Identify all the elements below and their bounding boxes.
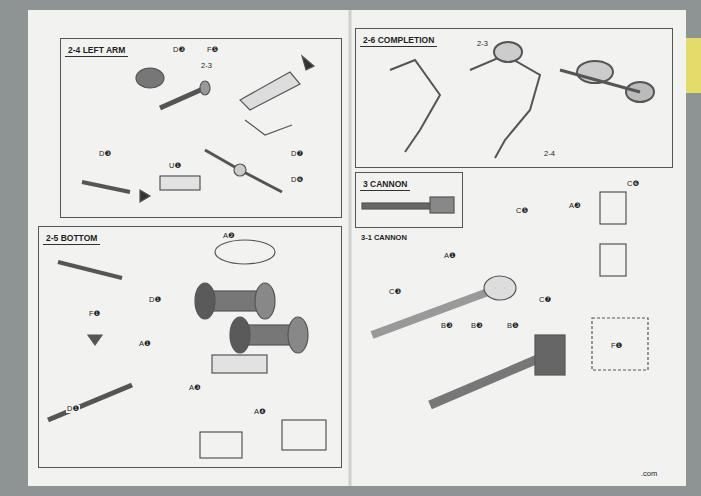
callout-label: D❸: [98, 150, 112, 158]
cylinder-end: [230, 317, 250, 353]
callout-label: 2-4: [543, 150, 556, 158]
desk-object: [686, 38, 701, 93]
callout-label: 2-3: [200, 62, 213, 70]
part-rod: [160, 88, 205, 108]
callout-label: F❶: [88, 310, 101, 318]
callout-label: U❶: [168, 162, 182, 170]
callout-label: D❼: [290, 150, 304, 158]
part-end: [200, 81, 210, 95]
callout-label: D❻: [290, 176, 304, 184]
arm-joint: [494, 42, 522, 62]
cannon-body: [535, 335, 565, 375]
cylinder-end: [255, 283, 275, 319]
step-heading: 3-1 CANNON: [360, 234, 408, 242]
detail-frame: [592, 318, 648, 370]
callout-label: B❸: [440, 322, 454, 330]
detail-frame: [200, 432, 242, 458]
callout-label: D❸: [172, 46, 186, 54]
part-rod: [48, 385, 132, 420]
callout-label: C❺: [515, 207, 529, 215]
cannon-barrel: [430, 358, 540, 405]
callout-label: B❺: [506, 322, 520, 330]
step-heading: 2-6 COMPLETION: [360, 34, 437, 47]
part-piece: [212, 355, 267, 373]
callout-label: D❶: [148, 296, 162, 304]
callout-label: D❶: [66, 405, 80, 413]
part-rod: [58, 262, 122, 278]
step-panel: 2-5 BOTTOM: [38, 226, 342, 468]
callout-label: F❶: [610, 342, 623, 350]
callout-label: B❸: [470, 322, 484, 330]
part-cap: [136, 68, 164, 88]
cannon-breech: [484, 276, 516, 300]
arm-chain: [390, 60, 440, 152]
arrow-mark: [140, 190, 150, 202]
callout-label: C❸: [388, 288, 402, 296]
cannon-body-small: [430, 197, 454, 213]
callout-label: C❻: [626, 180, 640, 188]
callout-label: .com: [640, 470, 658, 478]
cannon-parts: [362, 192, 648, 405]
callout-label: A❷: [222, 232, 236, 240]
arrow-mark: [302, 56, 314, 70]
joint-chain: [245, 120, 292, 135]
callout-label: A❶: [138, 340, 152, 348]
cannon-barrel: [372, 292, 488, 335]
callout-label: A❹: [253, 408, 267, 416]
step-panel: 2-6 COMPLETION: [355, 28, 673, 168]
bottom-parts: [48, 240, 326, 458]
arm-link: [560, 70, 640, 92]
completion-parts: [390, 42, 654, 158]
arm-shell: [240, 72, 300, 110]
part-rod: [82, 182, 130, 192]
cylinder-end: [288, 317, 308, 353]
step-panel: 3 CANNON: [355, 172, 463, 228]
part-piece: [160, 176, 200, 190]
part-piece: [600, 244, 626, 276]
callout-label: A❸: [188, 384, 202, 392]
ring-part: [215, 240, 275, 264]
step-heading: 2-4 LEFT ARM: [65, 44, 128, 57]
cannon-barrel-small: [362, 203, 434, 209]
left-arm-parts: [82, 56, 314, 202]
page-fold: [349, 10, 352, 486]
joint: [234, 164, 246, 176]
callout-label: C❼: [538, 296, 552, 304]
callout-label: A❶: [443, 252, 457, 260]
step-heading: 2-5 BOTTOM: [43, 232, 100, 245]
manual-pages: [28, 10, 686, 486]
callout-label: F❺: [206, 46, 219, 54]
callout-label: 2-3: [476, 40, 489, 48]
arrow-mark: [88, 335, 102, 345]
arm-chain: [470, 55, 540, 158]
cylinder-end: [195, 283, 215, 319]
part-piece: [600, 192, 626, 224]
detail-frame: [282, 420, 326, 450]
step-heading: 3 CANNON: [360, 178, 410, 191]
callout-label: A❸: [568, 202, 582, 210]
joint-chain: [205, 150, 282, 192]
